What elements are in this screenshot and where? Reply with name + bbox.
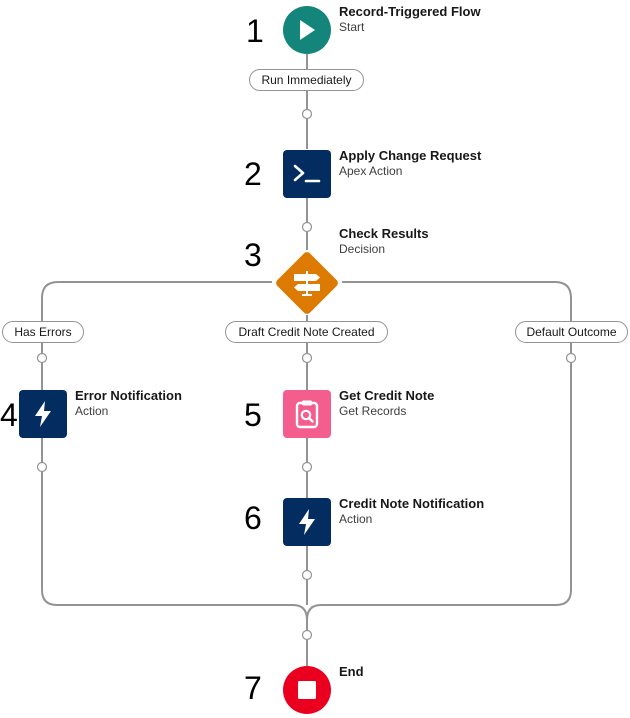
play-icon [300, 20, 315, 40]
node-title: Credit Note Notification [339, 496, 485, 511]
start-node[interactable] [283, 6, 331, 54]
node-title: Error Notification [75, 388, 182, 403]
check-results-label: Check Results Decision [339, 226, 429, 256]
connector-label-run-immediately[interactable]: Run Immediately [249, 69, 364, 91]
clipboard-search-icon [295, 400, 319, 429]
node-title: Record-Triggered Flow [339, 4, 481, 19]
get-credit-note-node[interactable] [283, 390, 331, 438]
connector-dot [301, 461, 313, 473]
check-results-node[interactable] [272, 248, 342, 318]
connector-dot [301, 221, 313, 233]
node-subtitle: Decision [339, 241, 386, 256]
stop-square-icon [298, 681, 316, 699]
connector-label-draft-credit-note-created[interactable]: Draft Credit Note Created [225, 321, 388, 343]
lightning-bolt-icon [299, 509, 315, 535]
step-number-2: 2 [244, 156, 262, 192]
node-subtitle: Action [339, 511, 373, 526]
connector-dot [301, 629, 313, 641]
node-subtitle: Apex Action [339, 163, 403, 178]
step-number-1: 1 [246, 13, 264, 49]
lightning-bolt-icon [35, 401, 51, 427]
connector-dot [36, 352, 48, 364]
connector-dot [301, 108, 313, 120]
node-title: End [339, 664, 364, 679]
node-title: Apply Change Request [339, 148, 482, 163]
node-subtitle: Start [339, 19, 365, 34]
connector-dot [565, 352, 577, 364]
connector-dot [301, 569, 313, 581]
step-number-6: 6 [244, 500, 262, 536]
end-node[interactable] [283, 666, 331, 714]
decision-signpost-icon [294, 271, 320, 296]
step-number-4: 4 [0, 397, 18, 433]
start-node-label: Record-Triggered Flow Start [339, 4, 481, 34]
connector-label-default-outcome[interactable]: Default Outcome [515, 321, 628, 343]
node-subtitle: Get Records [339, 403, 407, 418]
connector-dot [36, 461, 48, 473]
node-title: Check Results [339, 226, 429, 241]
credit-note-notification-node[interactable] [283, 498, 331, 546]
end-node-label: End [339, 664, 364, 680]
apex-terminal-icon [293, 164, 321, 183]
get-credit-note-label: Get Credit Note Get Records [339, 388, 434, 418]
connector-error-to-merge [41, 438, 308, 621]
connector-decision-branches [41, 281, 572, 666]
credit-note-notification-label: Credit Note Notification Action [339, 496, 484, 526]
apply-change-request-label: Apply Change Request Apex Action [339, 148, 481, 178]
connector-dot [301, 352, 313, 364]
step-number-7: 7 [244, 670, 262, 706]
connector-label-has-errors[interactable]: Has Errors [2, 321, 84, 343]
node-subtitle: Action [75, 403, 109, 418]
apply-change-request-node[interactable] [283, 150, 331, 198]
node-title: Get Credit Note [339, 388, 435, 403]
step-number-5: 5 [244, 397, 262, 433]
error-notification-label: Error Notification Action [75, 388, 182, 418]
step-number-3: 3 [244, 237, 262, 273]
error-notification-node[interactable] [19, 390, 67, 438]
